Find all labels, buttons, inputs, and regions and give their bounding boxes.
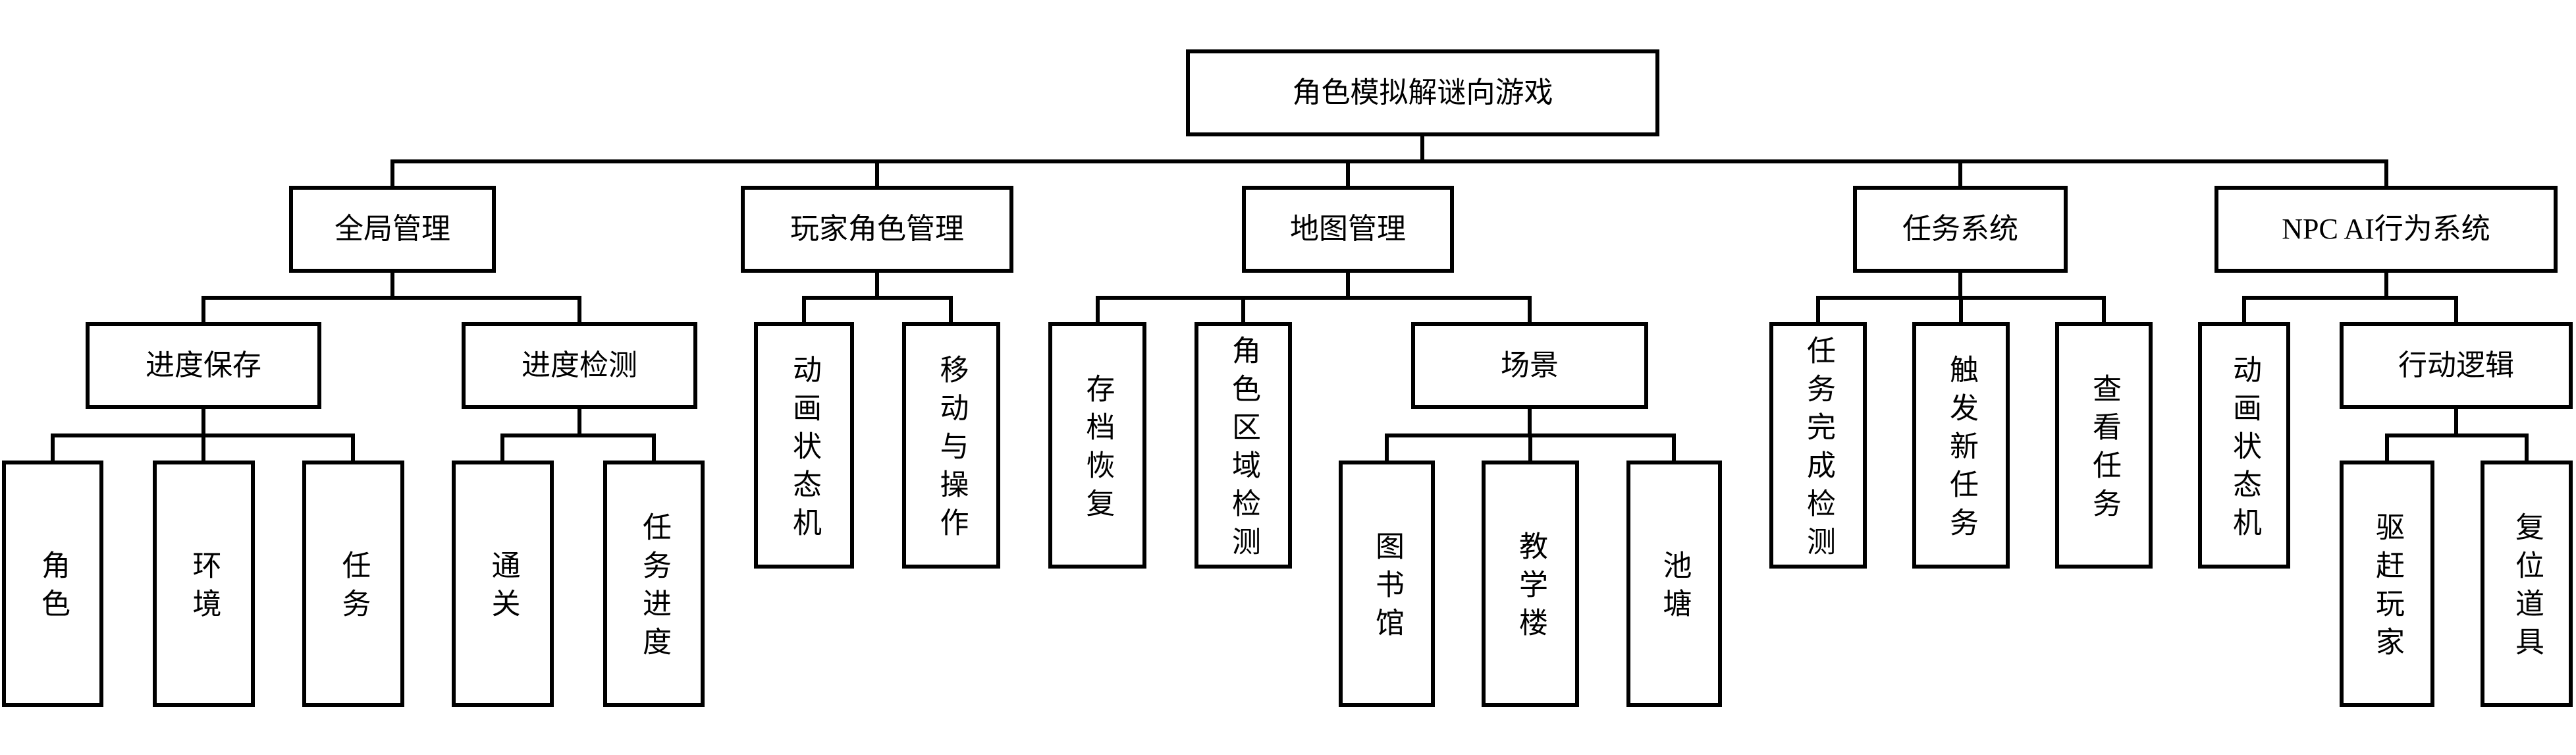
node-label: 池塘 — [1658, 550, 1691, 627]
pond-node: 池塘 — [1626, 461, 1722, 707]
node-label: 进度保存 — [146, 349, 261, 381]
node-label: 进度检测 — [522, 349, 637, 381]
node-label: 动画状态机 — [788, 354, 820, 545]
node-label: 教学楼 — [1515, 531, 1547, 646]
save-environment-node: 环境 — [153, 461, 255, 707]
save-task-node: 任务 — [302, 461, 404, 707]
player-character-management-node: 玩家角色管理 — [741, 186, 1013, 273]
node-label: 触发新任务 — [1945, 354, 1977, 545]
progress-check-node: 进度检测 — [462, 322, 697, 409]
node-label: 复位道具 — [2511, 512, 2543, 665]
node-label: 角色模拟解谜向游戏 — [1292, 76, 1553, 109]
task-completion-detection-node: 任务完成检测 — [1769, 322, 1867, 569]
node-label: 任务 — [337, 550, 370, 627]
node-label: 存档恢复 — [1081, 374, 1114, 526]
node-label: 驱赶玩家 — [2371, 512, 2403, 665]
game-title-node: 角色模拟解谜向游戏 — [1186, 49, 1659, 136]
node-label: 动画状态机 — [2228, 354, 2261, 545]
map-management-node: 地图管理 — [1242, 186, 1454, 273]
game-completion-node: 通关 — [452, 461, 554, 707]
node-label: 通关 — [487, 550, 520, 627]
node-label: 全局管理 — [335, 213, 450, 245]
save-progress-node: 进度保存 — [86, 322, 321, 409]
teaching-building-node: 教学楼 — [1482, 461, 1579, 707]
node-label: NPC AI行为系统 — [2282, 213, 2490, 245]
node-label: 任务系统 — [1902, 213, 2018, 245]
reset-item-node: 复位道具 — [2481, 461, 2573, 707]
player-animation-state-machine-node: 动画状态机 — [754, 322, 854, 569]
movement-and-control-node: 移动与操作 — [902, 322, 1000, 569]
save-restore-node: 存档恢复 — [1048, 322, 1146, 569]
node-label: 场景 — [1501, 349, 1559, 381]
node-label: 地图管理 — [1290, 213, 1406, 245]
global-management-node: 全局管理 — [289, 186, 496, 273]
node-label: 环境 — [188, 550, 221, 627]
node-label: 任务进度 — [638, 512, 670, 665]
view-task-node: 查看任务 — [2055, 322, 2153, 569]
node-label: 行动逻辑 — [2398, 349, 2514, 381]
npc-animation-state-machine-node: 动画状态机 — [2198, 322, 2290, 569]
node-label: 图书馆 — [1371, 531, 1403, 646]
node-label: 角色 — [37, 550, 69, 627]
character-area-detection-node: 角色区域检测 — [1194, 322, 1292, 569]
scene-node: 场景 — [1411, 322, 1648, 409]
task-progress-node: 任务进度 — [603, 461, 705, 707]
trigger-new-task-node: 触发新任务 — [1912, 322, 2010, 569]
action-logic-node: 行动逻辑 — [2340, 322, 2573, 409]
library-node: 图书馆 — [1339, 461, 1435, 707]
node-label: 任务完成检测 — [1802, 335, 1835, 565]
drive-away-player-node: 驱赶玩家 — [2340, 461, 2434, 707]
npc-ai-behavior-system-node: NPC AI行为系统 — [2214, 186, 2558, 273]
task-system-node: 任务系统 — [1853, 186, 2068, 273]
node-label: 玩家角色管理 — [790, 213, 964, 245]
node-label: 角色区域检测 — [1227, 335, 1260, 565]
save-character-node: 角色 — [2, 461, 103, 707]
node-label: 查看任务 — [2088, 374, 2120, 526]
node-label: 移动与操作 — [935, 354, 968, 545]
